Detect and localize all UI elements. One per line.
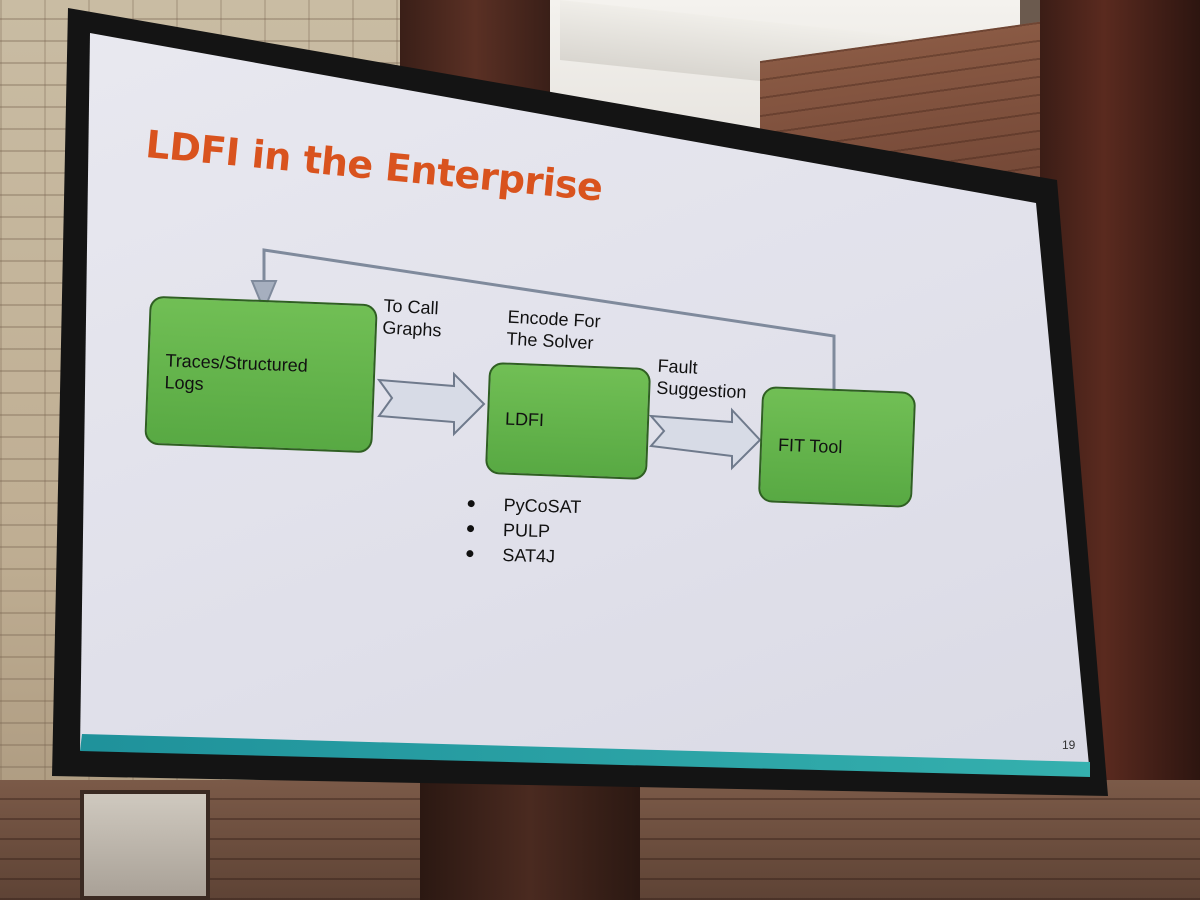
solver-item-pycosat: PyCoSAT	[465, 492, 581, 520]
feedback-arrowhead	[250, 280, 278, 313]
arrow-to-call-graphs	[376, 371, 486, 437]
ldfi-box-label: LDFI	[504, 408, 545, 431]
to-call-graphs-label: To Call Graphs	[382, 294, 443, 341]
solver-item-sat4j: SAT4J	[464, 542, 580, 570]
ldfi-box: LDFI	[484, 361, 652, 481]
monitor-mount-post	[420, 780, 640, 900]
fault-line-2: Suggestion	[655, 377, 747, 403]
to-call-line-2: Graphs	[381, 317, 442, 341]
feedback-loop-line	[262, 248, 836, 392]
fit-tool-box-label: FIT Tool	[777, 434, 843, 458]
traces-structured-logs-box: Traces/Structured Logs	[144, 295, 378, 454]
building-window	[80, 790, 210, 900]
fault-suggestion-label: Fault Suggestion	[656, 355, 748, 404]
fit-tool-box: FIT Tool	[757, 386, 917, 508]
slide-page-number: 19	[1062, 738, 1076, 752]
solver-list: PyCoSAT PULP SAT4J	[464, 492, 582, 570]
solver-item-pulp: PULP	[465, 517, 581, 545]
to-call-line-1: To Call	[383, 295, 440, 319]
encode-for-solver-label: Encode For The Solver	[506, 306, 601, 355]
arrow-fault-suggestion	[648, 407, 762, 471]
